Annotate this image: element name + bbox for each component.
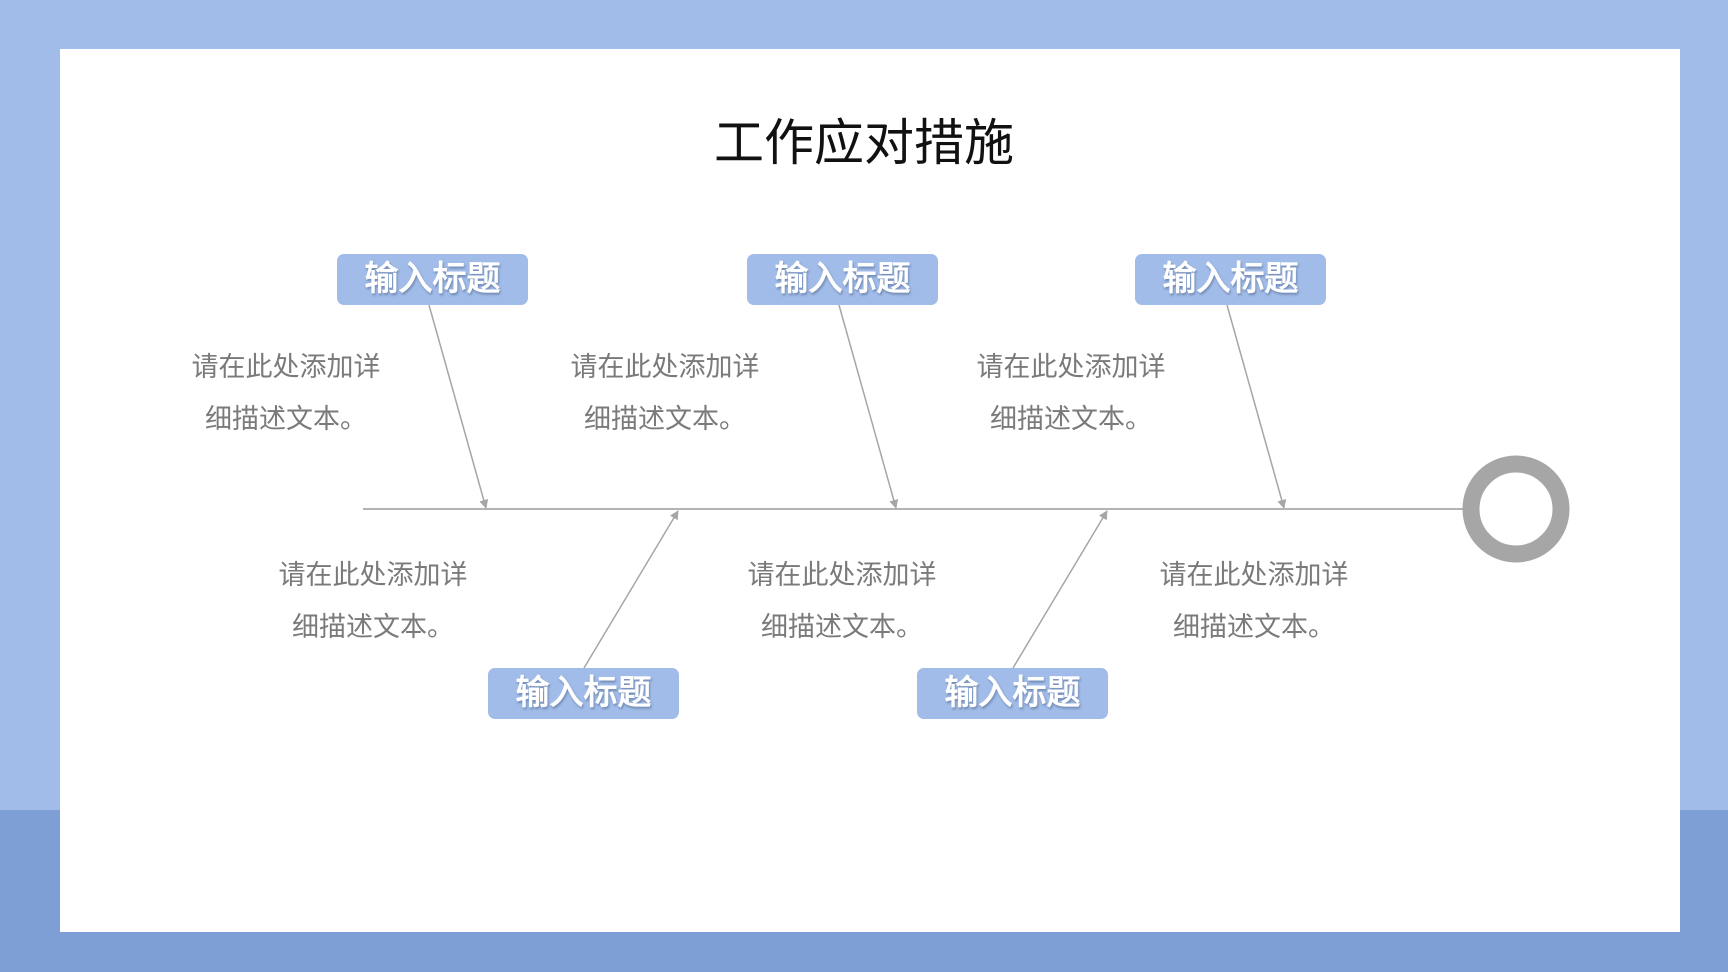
description-line: 请在此处添加详	[747, 560, 937, 591]
branch-description-6: 请在此处添加详 细描述文本。	[1124, 550, 1384, 654]
description-line: 请在此处添加详	[570, 352, 760, 383]
branch-label-1[interactable]: 输入标题	[337, 254, 528, 305]
description-line: 细描述文本。	[292, 612, 454, 643]
branch-arrow-5	[1012, 510, 1108, 669]
description-line: 请在此处添加详	[976, 352, 1166, 383]
description-line: 细描述文本。	[1173, 612, 1335, 643]
branch-description-3: 请在此处添加详 细描述文本。	[941, 342, 1201, 446]
slide-card	[60, 49, 1680, 932]
branch-description-2: 请在此处添加详 细描述文本。	[535, 342, 795, 446]
branch-arrow-3	[1226, 304, 1287, 509]
branch-description-4: 请在此处添加详 细描述文本。	[243, 550, 503, 654]
branch-description-1: 请在此处添加详 细描述文本。	[156, 342, 416, 446]
branch-label-2[interactable]: 输入标题	[747, 254, 938, 305]
slide-title: 工作应对措施	[714, 114, 1014, 172]
description-line: 细描述文本。	[205, 404, 367, 435]
branch-arrow-2	[838, 304, 899, 509]
branch-arrow-1	[428, 304, 489, 509]
description-line: 请在此处添加详	[1159, 560, 1349, 591]
description-line: 请在此处添加详	[191, 352, 381, 383]
branch-label-3[interactable]: 输入标题	[1135, 254, 1326, 305]
branch-description-5: 请在此处添加详 细描述文本。	[712, 550, 972, 654]
description-line: 请在此处添加详	[278, 560, 468, 591]
description-line: 细描述文本。	[990, 404, 1152, 435]
fish-head-ring	[1462, 455, 1570, 563]
branch-label-4[interactable]: 输入标题	[488, 668, 679, 719]
branch-label-5[interactable]: 输入标题	[917, 668, 1108, 719]
description-line: 细描述文本。	[584, 404, 746, 435]
description-line: 细描述文本。	[761, 612, 923, 643]
branch-arrow-4	[583, 510, 679, 669]
